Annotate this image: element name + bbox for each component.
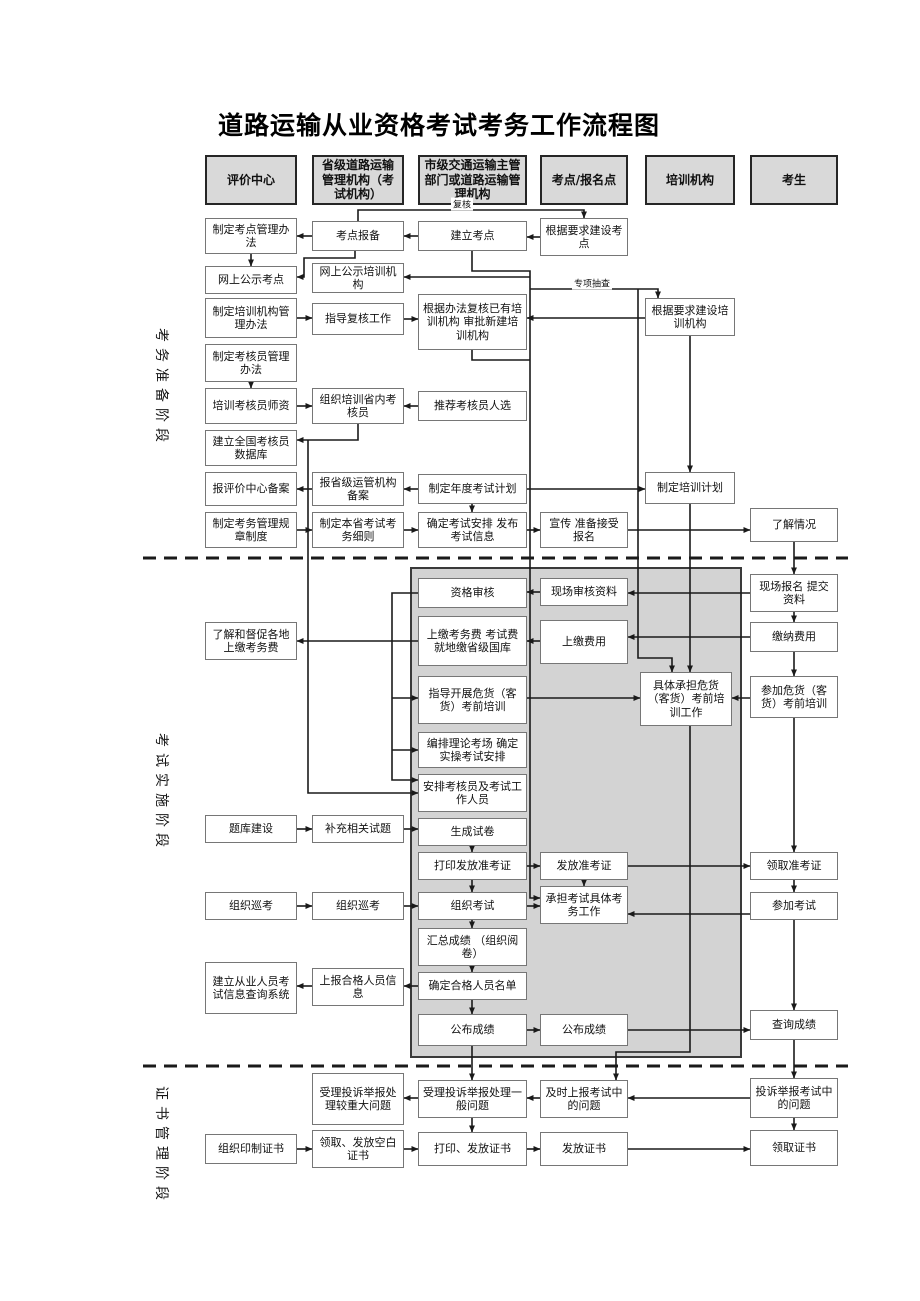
node-supervise-fee-remittance: 了解和督促各地上缴考务费 xyxy=(205,622,297,660)
node-query-scores: 查询成绩 xyxy=(750,1010,838,1040)
node-patrol-exams-center: 组织巡考 xyxy=(205,892,297,920)
node-issue-certificates: 发放证书 xyxy=(540,1132,628,1166)
node-handle-general-complaints: 受理投诉举报处理一般问题 xyxy=(418,1080,527,1118)
node-confirm-exam-schedule: 确定考试安排 发布考试信息 xyxy=(418,512,527,548)
node-take-exam: 参加考试 xyxy=(750,892,838,920)
node-announce-scores: 公布成绩 xyxy=(540,1014,628,1046)
node-pay-fees: 缴纳费用 xyxy=(750,622,838,652)
lane-candidate: 考生 xyxy=(750,155,838,205)
node-arrange-exam-venues: 编排理论考场 确定实操考试安排 xyxy=(418,732,527,768)
node-undertake-exam-work: 承担考试具体考务工作 xyxy=(540,886,628,924)
node-undertake-pre-exam-training: 具体承担危货（客货）考前培训工作 xyxy=(640,672,732,726)
node-recommend-assessor-candidates: 推荐考核员人选 xyxy=(418,391,527,421)
connector-5 xyxy=(296,251,356,280)
node-publicize-training-orgs-online: 网上公示培训机构 xyxy=(312,263,404,293)
node-question-bank: 题库建设 xyxy=(205,815,297,843)
node-print-issue-certificates: 打印、发放证书 xyxy=(418,1132,527,1166)
node-onsite-document-review: 现场审核资料 xyxy=(540,578,628,606)
node-train-assessor-faculty: 培训考核员师资 xyxy=(205,388,297,424)
node-print-certificates: 组织印制证书 xyxy=(205,1134,297,1164)
node-patrol-exams-provincial: 组织巡考 xyxy=(312,892,404,920)
page-title: 道路运输从业资格考试考务工作流程图 xyxy=(218,111,661,140)
node-exam-admin-rules: 制定考务管理规章制度 xyxy=(205,512,297,548)
node-complain-exam-problems: 投诉举报考试中的问题 xyxy=(750,1078,838,1118)
node-onsite-registration: 现场报名 提交资料 xyxy=(750,574,838,612)
node-review-approve-training-orgs: 根据办法复核已有培训机构 审批新建培训机构 xyxy=(418,294,527,350)
edge-label-0: 复核 xyxy=(450,197,474,211)
lane-training-org: 培训机构 xyxy=(645,155,735,205)
node-publicity-prepare-registration: 宣传 准备接受报名 xyxy=(540,512,628,548)
node-publicize-exam-sites-online: 网上公示考点 xyxy=(205,266,297,294)
lane-exam-site: 考点/报名点 xyxy=(540,155,628,205)
node-generate-exam-papers: 生成试卷 xyxy=(418,818,527,846)
node-receive-issue-blank-certificates: 领取、发放空白证书 xyxy=(312,1130,404,1168)
connector-6 xyxy=(471,251,541,901)
node-receive-admission-ticket: 领取准考证 xyxy=(750,852,838,880)
node-train-provincial-assessors: 组织培训省内考核员 xyxy=(312,388,404,424)
connector-42 xyxy=(391,592,419,783)
node-guide-review-work: 指导复核工作 xyxy=(312,303,404,335)
node-print-issue-admission-tickets: 打印发放准考证 xyxy=(418,852,527,880)
node-training-org-rules: 制定培训机构管理办法 xyxy=(205,298,297,338)
node-assessor-rules: 制定考核员管理办法 xyxy=(205,344,297,382)
node-exam-info-query-system: 建立从业人员考试信息查询系统 xyxy=(205,962,297,1014)
node-exam-site-filing: 考点报备 xyxy=(312,221,404,251)
lane-municipal-agency: 市级交通运输主管部门或道路运输管理机构 xyxy=(418,155,527,205)
node-report-exam-problems: 及时上报考试中的问题 xyxy=(540,1080,628,1118)
node-compile-scores: 汇总成绩 （组织阅卷） xyxy=(418,928,527,966)
node-remit-fees: 上缴费用 xyxy=(540,620,628,664)
lane-provincial-agency: 省级道路运输管理机构（考试机构） xyxy=(312,155,404,205)
node-handle-major-complaints: 受理投诉举报处理较重大问题 xyxy=(312,1073,404,1125)
connector-13 xyxy=(471,350,530,361)
connector-9 xyxy=(637,289,675,673)
connector-19 xyxy=(296,424,359,443)
connector-20 xyxy=(307,440,419,796)
node-provincial-exam-rules: 制定本省考试考务细则 xyxy=(312,512,404,548)
node-exam-site-rules: 制定考点管理办法 xyxy=(205,218,297,254)
node-annual-exam-plan: 制定年度考试计划 xyxy=(418,474,527,504)
node-receive-certificate: 领取证书 xyxy=(750,1130,838,1166)
node-build-training-org-per-requirements: 根据要求建设培训机构 xyxy=(645,298,735,336)
node-attend-pre-exam-training: 参加危货（客货）考前培训 xyxy=(750,676,838,718)
node-remit-exam-fees: 上缴考务费 考试费就地缴省级国库 xyxy=(418,616,527,666)
node-training-plan: 制定培训计划 xyxy=(645,472,735,504)
node-qualification-review: 资格审核 xyxy=(418,578,527,608)
node-file-with-provincial-agency: 报省级运管机构备案 xyxy=(312,472,404,506)
node-guide-pre-exam-training: 指导开展危货（客货）考前培训 xyxy=(418,676,527,724)
node-assign-assessors-staff: 安排考核员及考试工作人员 xyxy=(418,774,527,812)
node-build-exam-site-per-requirements: 根据要求建设考点 xyxy=(540,218,628,256)
node-supplement-questions: 补充相关试题 xyxy=(312,815,404,843)
node-report-qualified-info: 上报合格人员信息 xyxy=(312,968,404,1006)
node-publish-scores: 公布成绩 xyxy=(418,1014,527,1046)
edge-label-1: 专项抽查 xyxy=(571,276,613,290)
node-learn-information: 了解情况 xyxy=(750,508,838,542)
node-organize-exam: 组织考试 xyxy=(418,892,527,920)
node-establish-exam-site: 建立考点 xyxy=(418,221,527,251)
node-file-with-evaluation-center: 报评价中心备案 xyxy=(205,472,297,506)
lane-evaluation-center: 评价中心 xyxy=(205,155,297,205)
node-confirm-qualified-list: 确定合格人员名单 xyxy=(418,972,527,1000)
node-issue-admission-tickets: 发放准考证 xyxy=(540,852,628,880)
node-national-assessor-database: 建立全国考核员数据库 xyxy=(205,430,297,466)
